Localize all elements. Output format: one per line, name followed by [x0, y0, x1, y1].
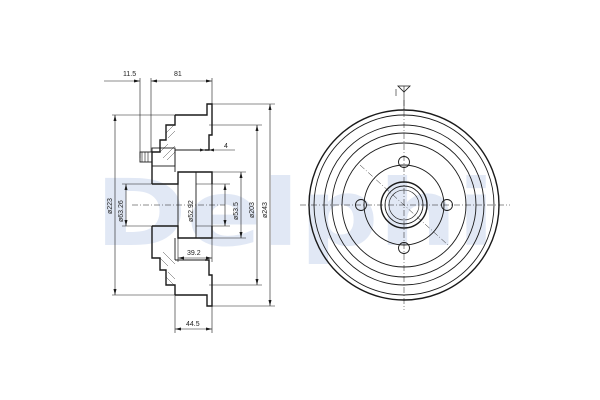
dim-dia-drum: ø203 — [249, 202, 256, 218]
datum-marker-icon — [397, 85, 411, 93]
dim-dia-pilot: ø63.26 — [118, 200, 125, 222]
dim-depth: 39.2 — [187, 250, 201, 257]
dim-lip: 4 — [224, 143, 228, 150]
dim-dia-bore: ø52.92 — [188, 200, 195, 222]
dim-offset: 11.5 — [123, 71, 136, 78]
dim-dia-overall: ø223 — [107, 198, 114, 214]
dim-dia-hub: ø53.5 — [233, 202, 240, 220]
dim-dia-outer: ø243 — [262, 202, 269, 218]
dim-mount: 44.5 — [186, 321, 200, 328]
watermark-text: Delphi — [95, 160, 495, 267]
side-view: 11.5 81 ø223 ø63.26 ø52.92 ø53.5 ø203 ø2… — [104, 71, 275, 333]
front-view — [300, 85, 510, 310]
bolt-hole-bottom — [398, 242, 410, 254]
dim-width: 81 — [174, 71, 182, 78]
bolt-hole-right — [441, 199, 453, 211]
